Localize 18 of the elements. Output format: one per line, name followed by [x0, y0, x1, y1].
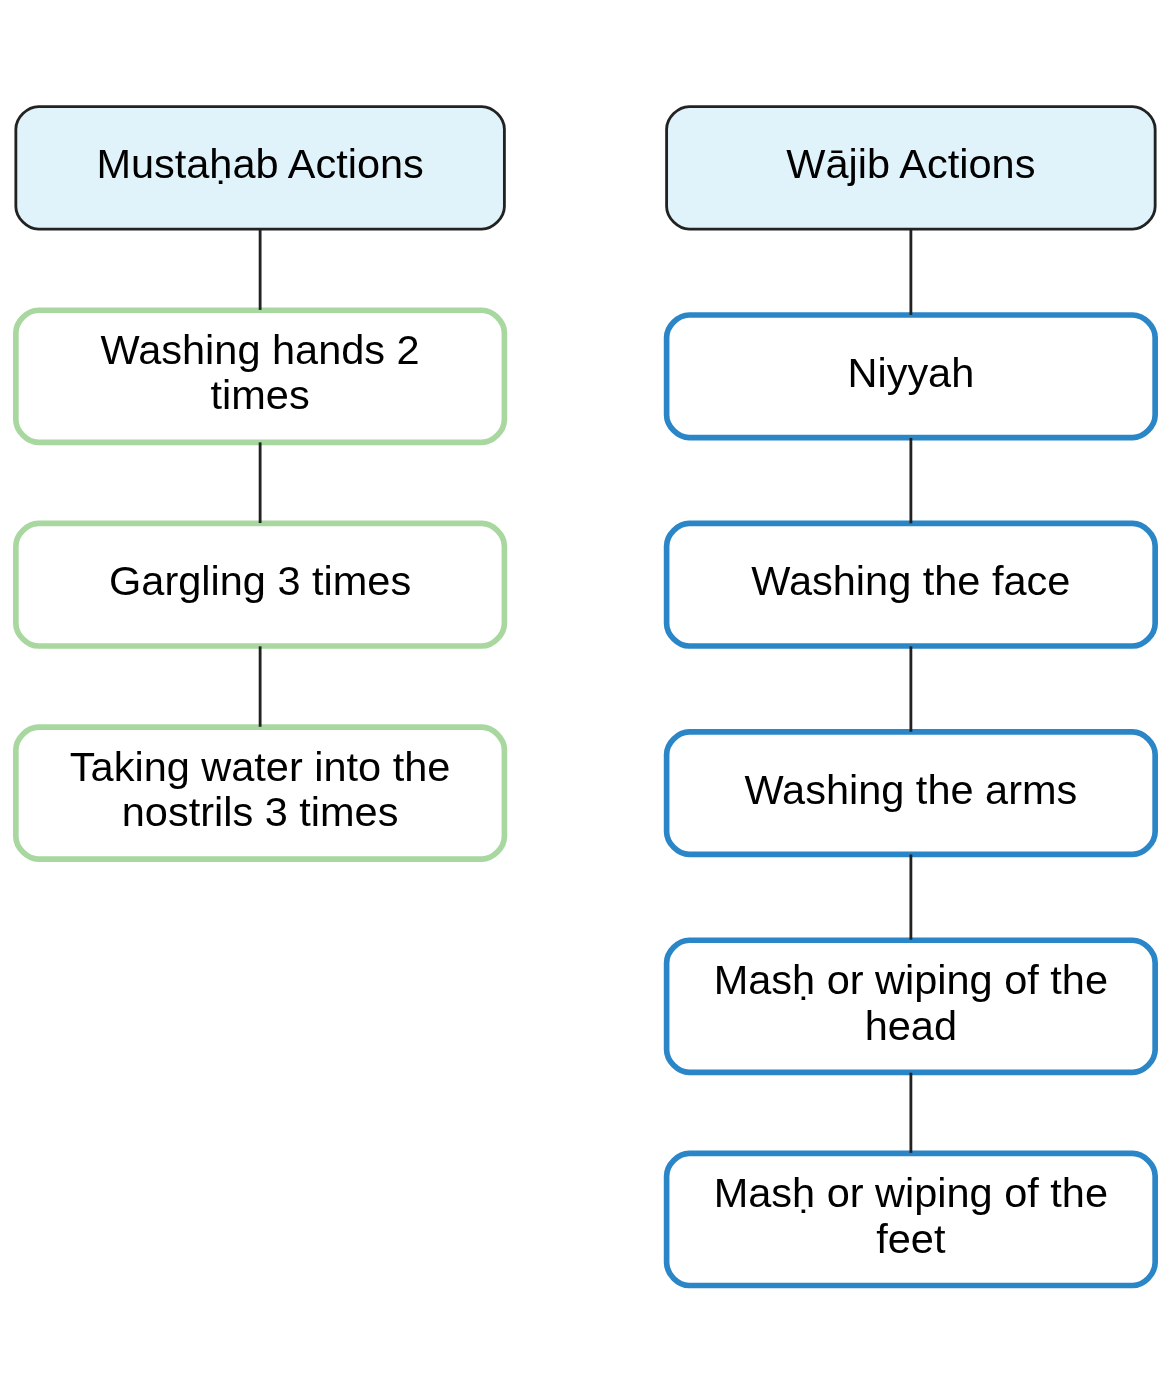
connector — [258, 228, 262, 310]
node-box: Masḥ or wiping of the head — [663, 936, 1158, 1075]
node-box: Taking water into the nostrils 3 times — [13, 723, 508, 862]
connector — [909, 853, 913, 940]
node-box: Gargling 3 times — [13, 520, 508, 649]
connector — [909, 228, 913, 315]
connector — [909, 645, 913, 732]
node-box: Washing the face — [663, 520, 1158, 649]
node-box: Mustaḥab Actions — [14, 104, 506, 231]
connector — [909, 1072, 913, 1153]
node-box: Wājib Actions — [665, 104, 1157, 231]
node-box: Masḥ or wiping of the feet — [663, 1150, 1158, 1288]
connector — [258, 645, 262, 727]
node-box: Washing the arms — [663, 728, 1158, 857]
connector — [909, 437, 913, 523]
node-box: Niyyah — [663, 311, 1158, 440]
node-box: Washing hands 2 times — [13, 306, 508, 445]
connector — [258, 441, 262, 523]
